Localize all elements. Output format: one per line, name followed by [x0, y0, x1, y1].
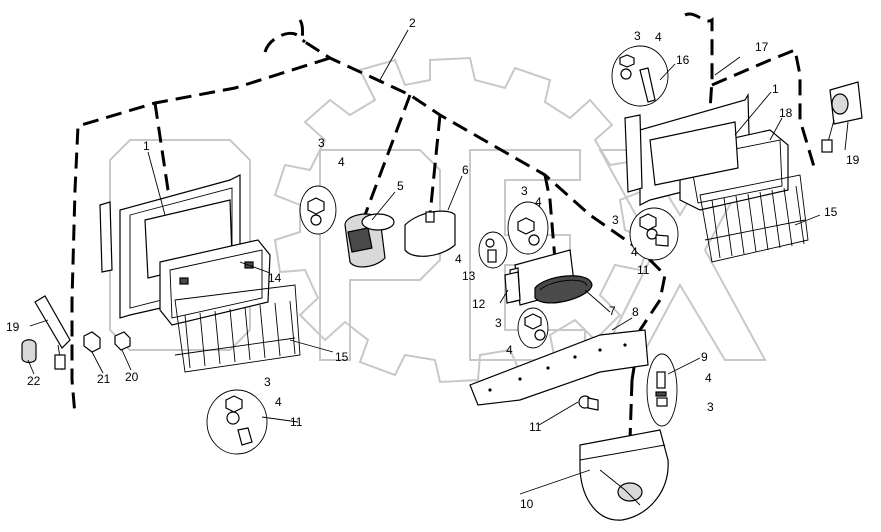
callout-c4d: 4: [631, 245, 638, 259]
connector-6: [404, 210, 456, 257]
callout-c11a: 11: [290, 415, 303, 429]
callout-c22: 22: [27, 374, 41, 388]
callout-c3e: 3: [495, 316, 502, 330]
callout-c2: 2: [409, 16, 416, 30]
mirror-19-left: [34, 295, 71, 371]
leader-lines: [27, 29, 849, 495]
lamp-guard-right: [699, 174, 809, 263]
callout-c17: 17: [755, 40, 769, 54]
callout-c19b: 19: [6, 320, 20, 334]
mounting-plate-8: [469, 329, 649, 406]
callout-c4a: 4: [338, 155, 345, 169]
lamp-guard-left: [174, 284, 301, 373]
bracket-10: [579, 429, 669, 521]
callout-c3f: 3: [264, 375, 271, 389]
callout-c19a: 19: [846, 153, 860, 167]
callout-c11c: 11: [637, 263, 650, 277]
callout-c4b: 4: [535, 195, 542, 209]
detail-inset-right-mid: [629, 207, 679, 261]
callout-c16: 16: [676, 53, 690, 67]
callout-c4g: 4: [275, 395, 282, 409]
callout-c3c: 3: [634, 29, 641, 43]
callout-labels: 1 1 2 3 3 3 3 3 3 3 4 4 4 4 4 4 4 4 5 6 …: [6, 16, 860, 511]
callout-c18: 18: [779, 106, 793, 120]
mirror-19-right: [821, 81, 863, 153]
left-lamp-assembly: [99, 174, 301, 373]
bracket-12: [504, 271, 521, 304]
right-lamp-assembly: [624, 92, 809, 263]
lamp-lens-right: [649, 121, 739, 186]
callout-c14: 14: [268, 271, 282, 285]
wiring-harness: [70, 12, 817, 441]
callout-c5: 5: [397, 179, 404, 193]
callout-c4h: 4: [705, 371, 712, 385]
callout-c15b: 15: [824, 205, 838, 219]
lamp-7: [509, 249, 593, 306]
plate-holes: [488, 343, 627, 392]
callout-c11b: 11: [529, 420, 542, 434]
callout-c3a: 3: [318, 136, 325, 150]
callout-c20: 20: [125, 370, 139, 384]
callout-c21: 21: [97, 372, 111, 386]
callout-c6: 6: [462, 163, 469, 177]
callout-c4e: 4: [455, 252, 462, 266]
callout-c10: 10: [520, 497, 534, 511]
callout-c7: 7: [609, 304, 616, 318]
callout-c9: 9: [701, 350, 708, 364]
detail-inset-9: [646, 353, 678, 427]
callout-c8: 8: [632, 305, 639, 319]
callout-c12: 12: [472, 297, 486, 311]
fasteners-20-22: [21, 331, 131, 364]
connector-5: [344, 213, 395, 268]
callout-c3d: 3: [612, 213, 619, 227]
callout-c3b: 3: [521, 184, 528, 198]
callout-c1b: 1: [772, 82, 779, 96]
detail-inset-4: [299, 185, 337, 235]
callout-c4f: 4: [506, 343, 513, 357]
callout-c13: 13: [462, 269, 476, 283]
callout-c3g: 3: [707, 400, 714, 414]
detail-inset-3-4-center: [507, 201, 549, 255]
callout-c1a: 1: [143, 139, 150, 153]
detail-inset-11-plate: [578, 395, 599, 411]
callout-c15a: 15: [335, 350, 349, 364]
detail-inset-left-bottom: [206, 389, 268, 455]
detail-inset-right-top: [611, 45, 669, 107]
detail-inset-3-4-lower: [517, 307, 549, 349]
detail-inset-13: [478, 231, 508, 269]
callout-c4c: 4: [655, 30, 662, 44]
